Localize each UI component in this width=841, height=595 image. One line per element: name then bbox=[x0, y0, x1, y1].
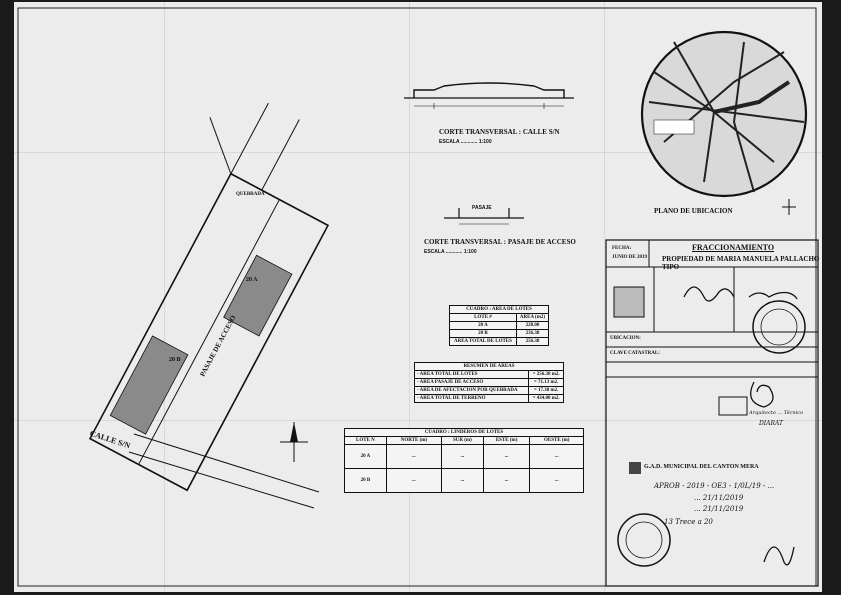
passage-section-scale: ESCALA ............ 1:100 bbox=[424, 249, 477, 255]
handwritten-line: ... 21/11/2019 bbox=[694, 505, 744, 513]
handwritten-line: ... 21/11/2019 bbox=[694, 494, 744, 502]
table-cell: - AREA TOTAL DE TERRENO bbox=[413, 394, 530, 403]
lot-a-label: 20 A bbox=[246, 277, 258, 283]
table-row: - AREA TOTAL DE LOTES = 256.38 m2. bbox=[413, 370, 564, 379]
location-map-title: PLANO DE UBICACION bbox=[654, 207, 733, 215]
table-cell: = 17.38 m2. bbox=[528, 386, 564, 395]
title-block-subheading: PROPIEDAD DE MARIA MANUELA PALLACHO TIPO bbox=[662, 255, 820, 271]
lot-b-label: 20 B bbox=[169, 357, 181, 363]
gad-name: G.A.D. MUNICIPAL DEL CANTON MERA bbox=[644, 464, 759, 470]
handwritten-line: DIARAT bbox=[759, 420, 784, 427]
fold-line bbox=[14, 152, 822, 153]
drawing-sheet: CORTE TRANSVERSAL : CALLE S/N ESCALA ...… bbox=[14, 2, 822, 592]
table-cell: 20 B bbox=[344, 468, 387, 493]
signature bbox=[748, 291, 798, 300]
table-header: AREA (m2) bbox=[515, 313, 550, 322]
table-cell: 256.38 bbox=[515, 337, 550, 346]
boundaries-title: CUADRO : LINDEROS DE LOTES bbox=[344, 428, 584, 437]
fold-line bbox=[14, 420, 822, 421]
table-cell: - AREA TOTAL DE LOTES bbox=[413, 370, 530, 379]
stamp-seal bbox=[617, 513, 671, 567]
table-row: 20 A ... ... ... ... bbox=[344, 444, 584, 469]
table-cell: ... bbox=[529, 468, 584, 493]
lot-areas-table: CUADRO : AREA DE LOTES LOTE # AREA (m2) … bbox=[449, 305, 550, 346]
fold-line bbox=[604, 2, 605, 592]
table-header: OESTE (m) bbox=[529, 436, 584, 445]
table-row: 20 A 228.00 bbox=[449, 321, 550, 330]
table-cell: 228.00 bbox=[515, 321, 550, 330]
table-cell: 236.38 bbox=[515, 329, 550, 338]
ubicacion-label: UBICACION: bbox=[610, 336, 641, 341]
table-cell: - AREA PASAJE DE ACCESO bbox=[413, 378, 530, 387]
table-cell: - AREA DE AFECTACION POR QUEBRADA bbox=[413, 386, 530, 395]
title-block-heading: FRACCIONAMIENTO bbox=[692, 243, 775, 252]
date-value: JUNIO DE 2019 bbox=[612, 255, 648, 260]
signature bbox=[750, 381, 774, 408]
gad-logo bbox=[629, 462, 641, 474]
location-map bbox=[640, 30, 808, 198]
area-summary-table: RESUMEN DE AREAS - AREA TOTAL DE LOTES =… bbox=[413, 362, 564, 403]
table-header: NORTE (m) bbox=[385, 436, 442, 445]
table-cell: 20 B bbox=[449, 329, 517, 338]
lot-boundaries-table: CUADRO : LINDEROS DE LOTES LOTE N NORTE … bbox=[344, 428, 584, 493]
table-cell: = 71.13 m2. bbox=[528, 378, 564, 387]
signature bbox=[763, 546, 795, 566]
date-label: FECHA: bbox=[612, 246, 632, 251]
table-header: LOTE # bbox=[449, 313, 517, 322]
table-cell: ... bbox=[385, 444, 442, 469]
table-cell: ... bbox=[440, 444, 484, 469]
table-header: ESTE (m) bbox=[482, 436, 531, 445]
north-arrow bbox=[782, 199, 796, 215]
stamp-seal bbox=[752, 300, 806, 354]
site-plan-drawing bbox=[17, 7, 819, 587]
quebrada-label: QUEBRADA bbox=[236, 192, 265, 197]
passage-section-title: CORTE TRANSVERSAL : PASAJE DE ACCESO bbox=[424, 238, 576, 246]
north-arrow bbox=[280, 422, 308, 462]
table-header: SUR (m) bbox=[440, 436, 484, 445]
table-row: 20 B 236.38 bbox=[449, 329, 550, 338]
table-row: - AREA TOTAL DE TERRENO = 434.00 m2. bbox=[413, 394, 564, 403]
fold-line bbox=[409, 2, 410, 592]
title-block-frame bbox=[605, 239, 819, 587]
passage-label: PASAJE bbox=[472, 205, 492, 211]
table-cell: 20 A bbox=[344, 444, 387, 469]
signature bbox=[683, 286, 735, 302]
lot-plan bbox=[88, 102, 330, 492]
table-row: - AREA PASAJE DE ACCESO = 71.13 m2. bbox=[413, 378, 564, 387]
table-cell: ... bbox=[482, 444, 531, 469]
handwritten-line: 13 Trece a 20 bbox=[664, 518, 713, 526]
road-section-title: CORTE TRANSVERSAL : CALLE S/N bbox=[439, 128, 560, 136]
table-row: - AREA DE AFECTACION POR QUEBRADA = 17.3… bbox=[413, 386, 564, 395]
table-row: 20 B ... ... ... ... bbox=[344, 468, 584, 493]
clave-label: CLAVE CATASTRAL: bbox=[610, 351, 660, 356]
road-section-drawing bbox=[404, 82, 574, 109]
municipal-logo bbox=[613, 286, 645, 318]
table-cell: 20 A bbox=[449, 321, 517, 330]
table-cell: ... bbox=[482, 468, 531, 493]
road-section-scale: ESCALA ............ 1:100 bbox=[439, 139, 492, 145]
summary-title: RESUMEN DE AREAS bbox=[414, 362, 564, 371]
passage-section-drawing bbox=[444, 208, 524, 225]
table-row: AREA TOTAL DE LOTES 256.38 bbox=[449, 337, 550, 346]
handwritten-line: Arquitecto ... Técnico bbox=[749, 410, 804, 416]
table-cell: ... bbox=[385, 468, 442, 493]
table-cell: = 434.00 m2. bbox=[528, 394, 564, 403]
lot-areas-title: CUADRO : AREA DE LOTES bbox=[449, 305, 549, 314]
table-cell: AREA TOTAL DE LOTES bbox=[449, 337, 517, 346]
table-cell: ... bbox=[440, 468, 484, 493]
handwritten-line: APROB - 2019 - OE3 - 1/0L/19 - ... bbox=[654, 482, 775, 490]
table-cell: ... bbox=[529, 444, 584, 469]
table-cell: = 256.38 m2. bbox=[528, 370, 564, 379]
table-header: LOTE N bbox=[344, 436, 387, 445]
